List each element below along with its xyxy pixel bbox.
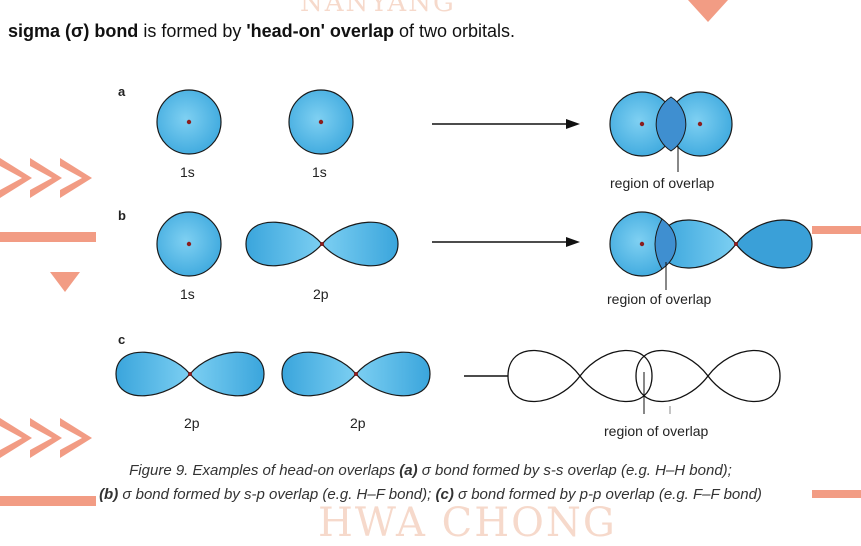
- heading-text-end: of two orbitals.: [393, 21, 516, 41]
- watermark-bar: [812, 226, 861, 234]
- caption-part-b: (b): [99, 486, 119, 503]
- watermark-bottom-text: HWA CHONG: [318, 500, 617, 546]
- nucleus-dot: [320, 242, 324, 246]
- watermark-chevron: [0, 158, 32, 198]
- p-orbital-lobe-left: [115, 351, 191, 397]
- row-a-letter: a: [118, 84, 126, 99]
- p-orbital-lobe-left: [245, 221, 323, 267]
- p-orbital-outline: [635, 349, 709, 403]
- figure-caption-line-1: Figure 9. Examples of head-on overlaps (…: [0, 462, 861, 479]
- arrow-head: [566, 237, 580, 247]
- intro-sentence: sigma (σ) bond is formed by 'head-on' ov…: [8, 21, 515, 42]
- watermark-top-text: NANYANG: [300, 0, 456, 18]
- nucleus-dot: [188, 372, 192, 376]
- overlap-label-a: region of overlap: [610, 175, 715, 191]
- term-sigma-bond: sigma (σ) bond: [8, 21, 139, 41]
- nucleus-dot: [354, 372, 358, 376]
- nucleus-dot: [186, 241, 192, 247]
- arrow-head: [566, 119, 580, 129]
- p-orbital-lobe-right: [321, 221, 399, 267]
- caption-text: σ bond formed by s-s overlap (e.g. H–H b…: [417, 462, 732, 479]
- caption-part-a: (a): [399, 462, 418, 479]
- nucleus-dot: [734, 242, 738, 246]
- caption-part-c: (c): [435, 486, 454, 503]
- figure-caption-line-2: (b) σ bond formed by s-p overlap (e.g. H…: [0, 486, 861, 503]
- watermark-triangle: [688, 0, 728, 22]
- overlap-label-c: region of overlap: [604, 423, 709, 439]
- nucleus-dot: [318, 119, 324, 125]
- orbital-label-2p: 2p: [350, 415, 366, 431]
- nucleus-dot: [639, 121, 645, 127]
- row-c-letter: c: [118, 332, 125, 347]
- orbital-label-1s: 1s: [180, 286, 195, 302]
- overlap-region: [655, 96, 687, 152]
- p-orbital-lobe-left: [281, 351, 357, 397]
- overlap-label-b: region of overlap: [607, 291, 712, 307]
- watermark-bar: [0, 232, 96, 242]
- p-orbital-lobe-right: [189, 351, 265, 397]
- watermark-chevron: [0, 418, 32, 458]
- nucleus-dot: [186, 119, 192, 125]
- orbital-label-1s: 1s: [312, 164, 327, 180]
- watermark-chevron: [30, 418, 62, 458]
- caption-text: Figure 9. Examples of head-on overlaps: [129, 462, 400, 479]
- caption-text: σ bond formed by p-p overlap (e.g. F–F b…: [453, 486, 762, 503]
- term-head-on-overlap: 'head-on' overlap: [246, 21, 394, 41]
- orbital-label-1s: 1s: [180, 164, 195, 180]
- p-orbital-lobe-right: [735, 219, 813, 269]
- heading-text: is formed by: [138, 21, 247, 41]
- orbital-label-2p: 2p: [313, 286, 329, 302]
- nucleus-dot: [639, 241, 645, 247]
- p-orbital-outline: [507, 349, 581, 403]
- watermark-chevron: [30, 158, 62, 198]
- overlap-region: [654, 218, 677, 270]
- watermark-bar: [812, 490, 861, 498]
- watermark-chevron: [60, 158, 92, 198]
- orbital-label-2p: 2p: [184, 415, 200, 431]
- watermark-chevron: [60, 418, 92, 458]
- watermark-triangle: [50, 272, 80, 292]
- p-orbital-lobe-right: [355, 351, 431, 397]
- caption-text: σ bond formed by s-p overlap (e.g. H–F b…: [118, 486, 436, 503]
- p-orbital-outline: [579, 349, 653, 403]
- row-b-letter: b: [118, 208, 126, 223]
- watermark-bar: [0, 496, 96, 506]
- nucleus-dot: [697, 121, 703, 127]
- p-orbital-outline: [707, 349, 781, 403]
